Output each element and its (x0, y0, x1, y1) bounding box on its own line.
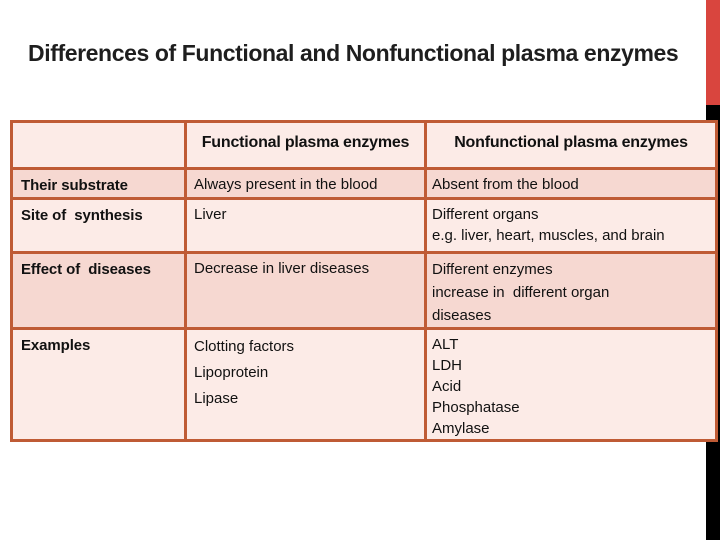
row-label-text: Site of synthesis (21, 207, 143, 224)
row-label-diseases: Effect of diseases (10, 251, 187, 330)
row-label-text: Examples (21, 337, 91, 354)
cell-text: Clotting factors Lipoprotein Lipase (194, 338, 295, 407)
header-cell-nonfunctional: Nonfunctional plasma enzymes (424, 120, 718, 170)
table-row-diseases: Effect of diseases Decrease in liver dis… (10, 251, 718, 330)
row-label-synthesis: Site of synthesis (10, 197, 187, 254)
cell-text: Always present in the blood (194, 176, 378, 193)
cell-text: Different enzymes increase in different … (432, 261, 610, 324)
cell-substrate-nonfunctional: Absent from the blood (424, 167, 718, 200)
cell-synthesis-nonfunctional: Different organs e.g. liver, heart, musc… (424, 197, 718, 254)
table-row-synthesis: Site of synthesis Liver Different organs… (10, 197, 718, 254)
cell-text: Decrease in liver diseases (194, 260, 370, 277)
header-cell-blank (10, 120, 187, 170)
cell-examples-nonfunctional: ALT LDH Acid Phosphatase Amylase (424, 327, 718, 442)
cell-diseases-functional: Decrease in liver diseases (184, 251, 427, 330)
cell-substrate-functional: Always present in the blood (184, 167, 427, 200)
row-label-text: Their substrate (21, 177, 128, 194)
cell-diseases-nonfunctional: Different enzymes increase in different … (424, 251, 718, 330)
table-header-row: Functional plasma enzymes Nonfunctional … (10, 120, 718, 170)
row-label-substrate: Their substrate (10, 167, 187, 200)
slide-title: Differences of Functional and Nonfunctio… (28, 40, 679, 66)
accent-bar-red (706, 0, 720, 105)
cell-text: Absent from the blood (432, 176, 579, 193)
cell-examples-functional: Clotting factors Lipoprotein Lipase (184, 327, 427, 442)
cell-synthesis-functional: Liver (184, 197, 427, 254)
row-label-text: Effect of diseases (21, 261, 151, 278)
table-row-substrate: Their substrate Always present in the bl… (10, 167, 718, 200)
header-cell-functional: Functional plasma enzymes (184, 120, 427, 170)
comparison-table: Functional plasma enzymes Nonfunctional … (10, 120, 718, 442)
cell-text: Liver (194, 206, 227, 223)
cell-text: ALT LDH Acid Phosphatase Amylase (432, 336, 520, 437)
row-label-examples: Examples (10, 327, 187, 442)
cell-text: Different organs e.g. liver, heart, musc… (432, 206, 665, 244)
table-row-examples: Examples Clotting factors Lipoprotein Li… (10, 327, 718, 442)
